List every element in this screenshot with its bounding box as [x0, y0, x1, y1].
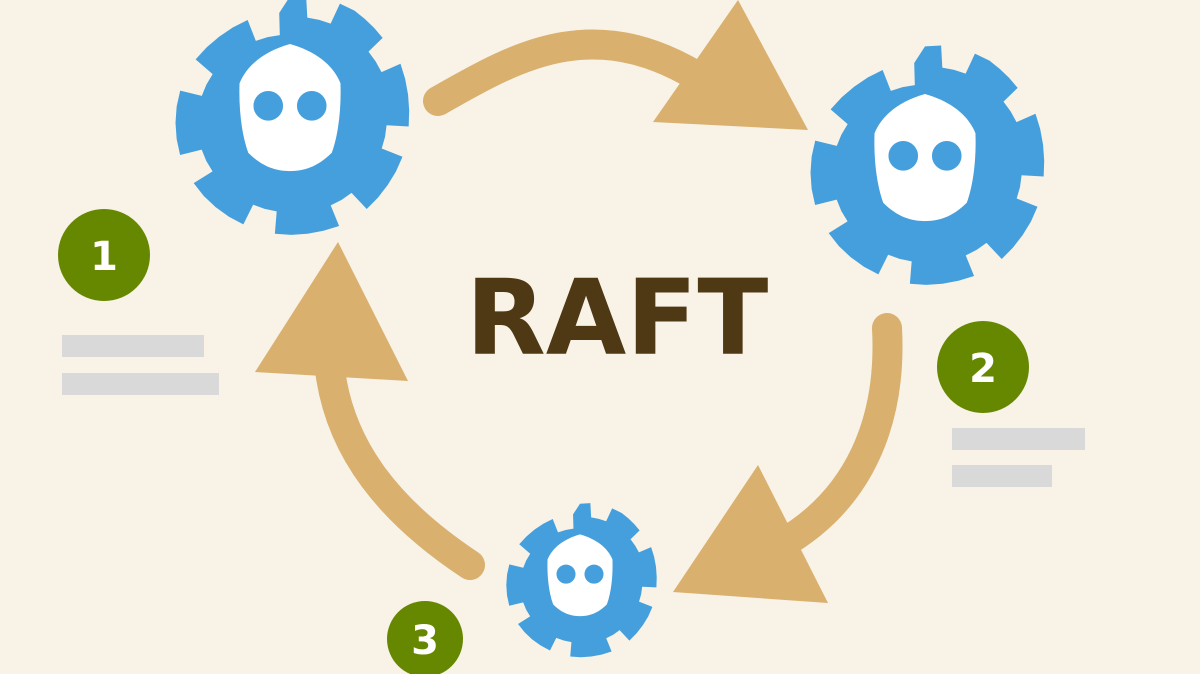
step-badge-3: 3	[387, 601, 463, 674]
arrow-node1-to-node2	[423, 0, 808, 130]
etcd-gear-ghost-icon	[810, 45, 1045, 285]
etcd-gear-ghost-icon	[175, 0, 410, 235]
step-1-text-placeholder	[62, 335, 219, 395]
step-number: 2	[969, 346, 997, 392]
page-title: RAFT	[466, 257, 769, 379]
step-badge-2: 2	[937, 321, 1029, 413]
etcd-gear-ghost-icon	[506, 503, 657, 658]
step-2-text-placeholder	[952, 428, 1085, 487]
step-badge-1: 1	[58, 209, 150, 301]
step-number: 1	[90, 234, 118, 280]
arrow-node3-to-node1	[255, 242, 485, 580]
arrow-node2-to-node3	[673, 313, 903, 603]
step-number: 3	[411, 618, 439, 664]
